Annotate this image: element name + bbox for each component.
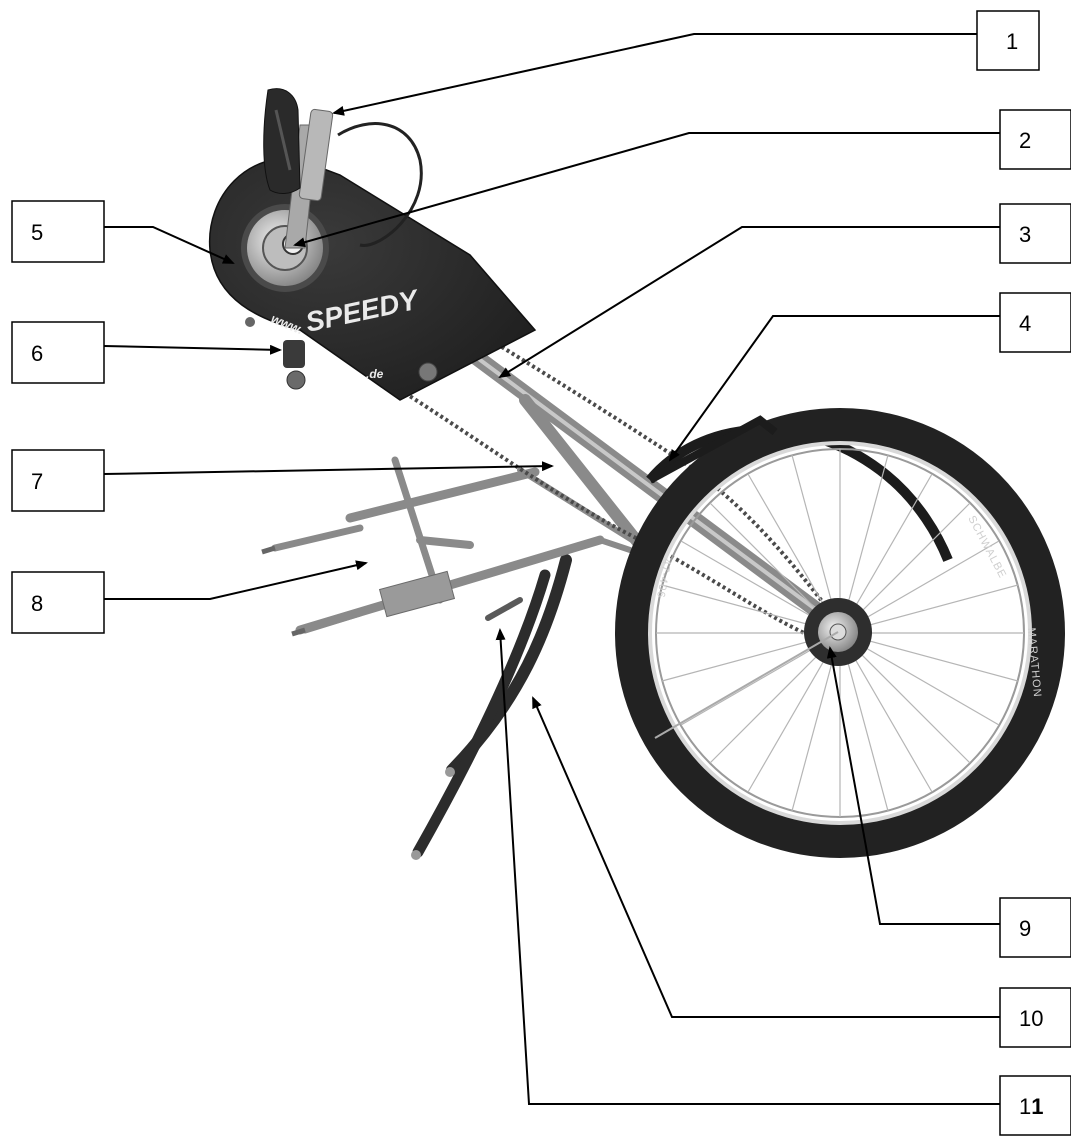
callout-3-label: 3 bbox=[1019, 222, 1031, 247]
callout-1: 1 bbox=[976, 10, 1040, 71]
brake-knob bbox=[245, 317, 306, 390]
main-tube bbox=[452, 337, 838, 628]
callout-7-label: 7 bbox=[31, 469, 43, 494]
callout-2: 2 bbox=[999, 109, 1071, 170]
callout-5: 5 bbox=[11, 200, 105, 263]
callout-11: 11 bbox=[999, 1075, 1071, 1136]
wheel-hub bbox=[654, 598, 872, 739]
leader-4 bbox=[668, 315, 1000, 462]
callout-10-label: 10 bbox=[1019, 1006, 1043, 1031]
callout-8: 8 bbox=[11, 571, 105, 634]
callout-10: 10 bbox=[999, 987, 1071, 1048]
leader-3 bbox=[498, 226, 1000, 379]
callout-9-label: 9 bbox=[1019, 916, 1031, 941]
callout-9: 9 bbox=[999, 897, 1071, 958]
callout-3: 3 bbox=[999, 203, 1071, 264]
crank-handle bbox=[263, 88, 423, 249]
callout-5-label: 5 bbox=[31, 220, 43, 245]
callout-4: 4 bbox=[999, 292, 1071, 353]
callout-11-label: 11 bbox=[1019, 1094, 1044, 1119]
callout-1-label: 1 bbox=[1006, 29, 1018, 54]
leader-5 bbox=[104, 226, 235, 264]
callout-7: 7 bbox=[11, 449, 105, 512]
leader-8 bbox=[104, 560, 368, 600]
callout-11-label-prefix: 1 bbox=[1019, 1094, 1031, 1119]
callout-4-label: 4 bbox=[1019, 311, 1031, 336]
leader-7 bbox=[103, 461, 554, 475]
callout-11-label-suffix: 1 bbox=[1031, 1094, 1043, 1119]
callout-8-label: 8 bbox=[31, 591, 43, 616]
leader-6 bbox=[103, 344, 282, 355]
support-stand bbox=[411, 554, 572, 860]
logo-de-text: .de bbox=[366, 367, 384, 381]
callout-6-label: 6 bbox=[31, 341, 43, 366]
leader-9 bbox=[826, 646, 1000, 925]
leader-1 bbox=[332, 33, 977, 116]
callout-2-label: 2 bbox=[1019, 128, 1031, 153]
leader-2 bbox=[293, 132, 1000, 248]
leader-11 bbox=[495, 628, 1000, 1105]
leader-10 bbox=[532, 696, 1000, 1018]
handbike-illustration: SCHWALBE MARATHON 47-406 www. SPEEDY .de bbox=[208, 88, 1065, 860]
leader-lines bbox=[103, 33, 1000, 1105]
frame-rails bbox=[261, 456, 633, 637]
callout-6: 6 bbox=[11, 321, 105, 384]
